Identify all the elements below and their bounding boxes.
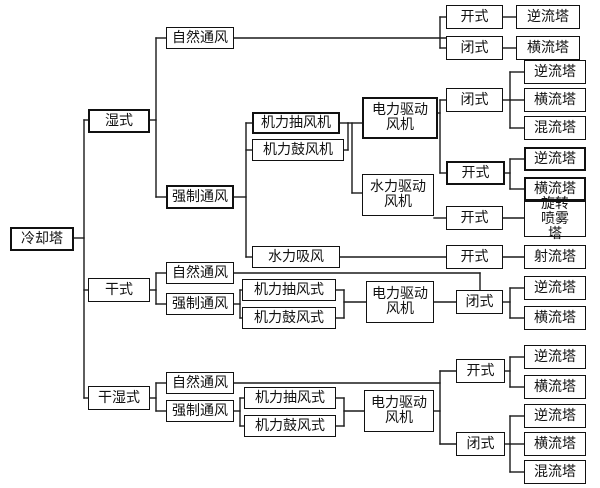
wet-natural-open: 开式	[446, 5, 503, 29]
wet-electric-closed: 闭式	[446, 88, 503, 112]
wet-induced-draft-fan: 机力抽风机	[252, 112, 340, 134]
wetdry-natural-draft: 自然通风	[166, 372, 234, 394]
dry-closed-counterflow: 逆流塔	[524, 276, 586, 300]
category-wet: 湿式	[88, 109, 150, 133]
wet-natural-closed: 闭式	[446, 36, 503, 60]
wetdry-closed-counterflow: 逆流塔	[524, 404, 586, 428]
wetdry-open-counterflow: 逆流塔	[524, 345, 586, 369]
wet-hydraulic-suction: 水力吸风	[252, 246, 340, 268]
wetdry-closed-mixedflow: 混流塔	[524, 460, 586, 484]
wet-hydro-open: 开式	[446, 206, 503, 230]
wet-electric-closed-mixedflow: 混流塔	[524, 116, 586, 140]
dry-electric-driven-fan: 电力驱动风机	[366, 281, 434, 323]
wetdry-forced-draft: 强制通风	[166, 400, 234, 422]
wet-forced-draft: 强制通风	[166, 185, 234, 209]
wet-electric-open: 开式	[446, 161, 505, 185]
category-dry: 干式	[88, 278, 150, 302]
wetdry-electric-driven-fan: 电力驱动风机	[364, 390, 434, 432]
dry-closed-crossflow: 横流塔	[524, 306, 586, 330]
wet-forced-draft-fan: 机力鼓风机	[252, 139, 344, 161]
wet-electric-open-crossflow: 横流塔	[524, 177, 586, 201]
category-wet-dry: 干湿式	[88, 386, 150, 410]
wet-natural-draft: 自然通风	[166, 27, 234, 49]
wet-electric-closed-crossflow: 横流塔	[524, 88, 586, 112]
wet-hydro-open-rotary-spray: 旋转喷雾塔	[524, 196, 586, 241]
wet-suction-open-jet: 射流塔	[524, 245, 586, 269]
dry-closed: 闭式	[456, 290, 503, 314]
wetdry-closed-crossflow: 横流塔	[524, 432, 586, 456]
wet-hydro-driven-fan: 水力驱动风机	[362, 174, 434, 216]
wet-natural-open-counterflow: 逆流塔	[516, 5, 580, 29]
wet-electric-driven-fan: 电力驱动风机	[362, 97, 438, 139]
wet-electric-closed-counterflow: 逆流塔	[524, 60, 586, 84]
wet-electric-open-counterflow: 逆流塔	[524, 147, 586, 171]
dry-forced-blown: 机力鼓风式	[242, 307, 336, 329]
wetdry-open: 开式	[456, 359, 505, 383]
wetdry-forced-blown: 机力鼓风式	[244, 415, 336, 437]
wetdry-induced-draft: 机力抽风式	[244, 387, 336, 409]
wetdry-closed: 闭式	[456, 432, 505, 456]
root-node: 冷却塔	[10, 227, 74, 251]
dry-natural-draft: 自然通风	[166, 262, 234, 284]
wetdry-open-crossflow: 横流塔	[524, 375, 586, 399]
dry-induced-draft: 机力抽风式	[242, 279, 336, 301]
wet-suction-open: 开式	[446, 245, 503, 269]
wet-natural-closed-crossflow: 横流塔	[516, 36, 580, 60]
dry-forced-draft: 强制通风	[166, 293, 234, 315]
